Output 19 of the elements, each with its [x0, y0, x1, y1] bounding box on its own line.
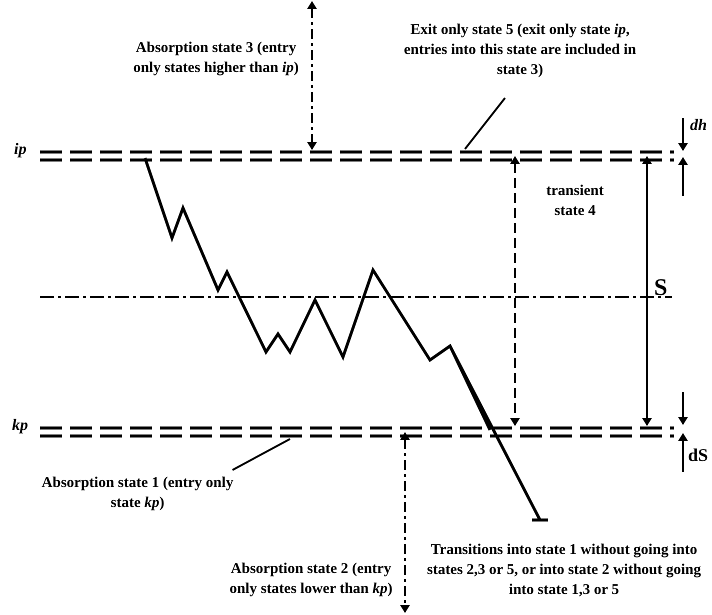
level-line — [40, 149, 674, 163]
axis-label: dh — [690, 116, 707, 136]
arrow — [307, 1, 317, 150]
arrow — [642, 156, 652, 426]
state-description: transient state 4 — [545, 182, 605, 221]
axis-label: S — [654, 274, 668, 303]
axis-label: kp — [12, 416, 28, 436]
state-description: Absorption state 2 (entry only states lower than kp) — [228, 560, 394, 599]
leader-line — [232, 438, 290, 471]
state-description: Absorption state 3 (entry only states higher than ip) — [132, 39, 300, 78]
state-description: Transitions into state 1 without going into states 2,3 or 5, or into state 2 without going into state 1,3 or 5 — [426, 541, 702, 600]
leader-line — [464, 97, 506, 150]
state-description: Exit only state 5 (exit only state ip, entries into this state are included in state 3) — [402, 21, 638, 80]
axis-label: ip — [14, 140, 26, 160]
state-description: Absorption state 1 (entry only state kp) — [40, 474, 234, 513]
arrow — [400, 432, 410, 613]
level-line — [40, 425, 674, 439]
arrow — [510, 156, 520, 426]
axis-label: dS — [688, 444, 708, 467]
